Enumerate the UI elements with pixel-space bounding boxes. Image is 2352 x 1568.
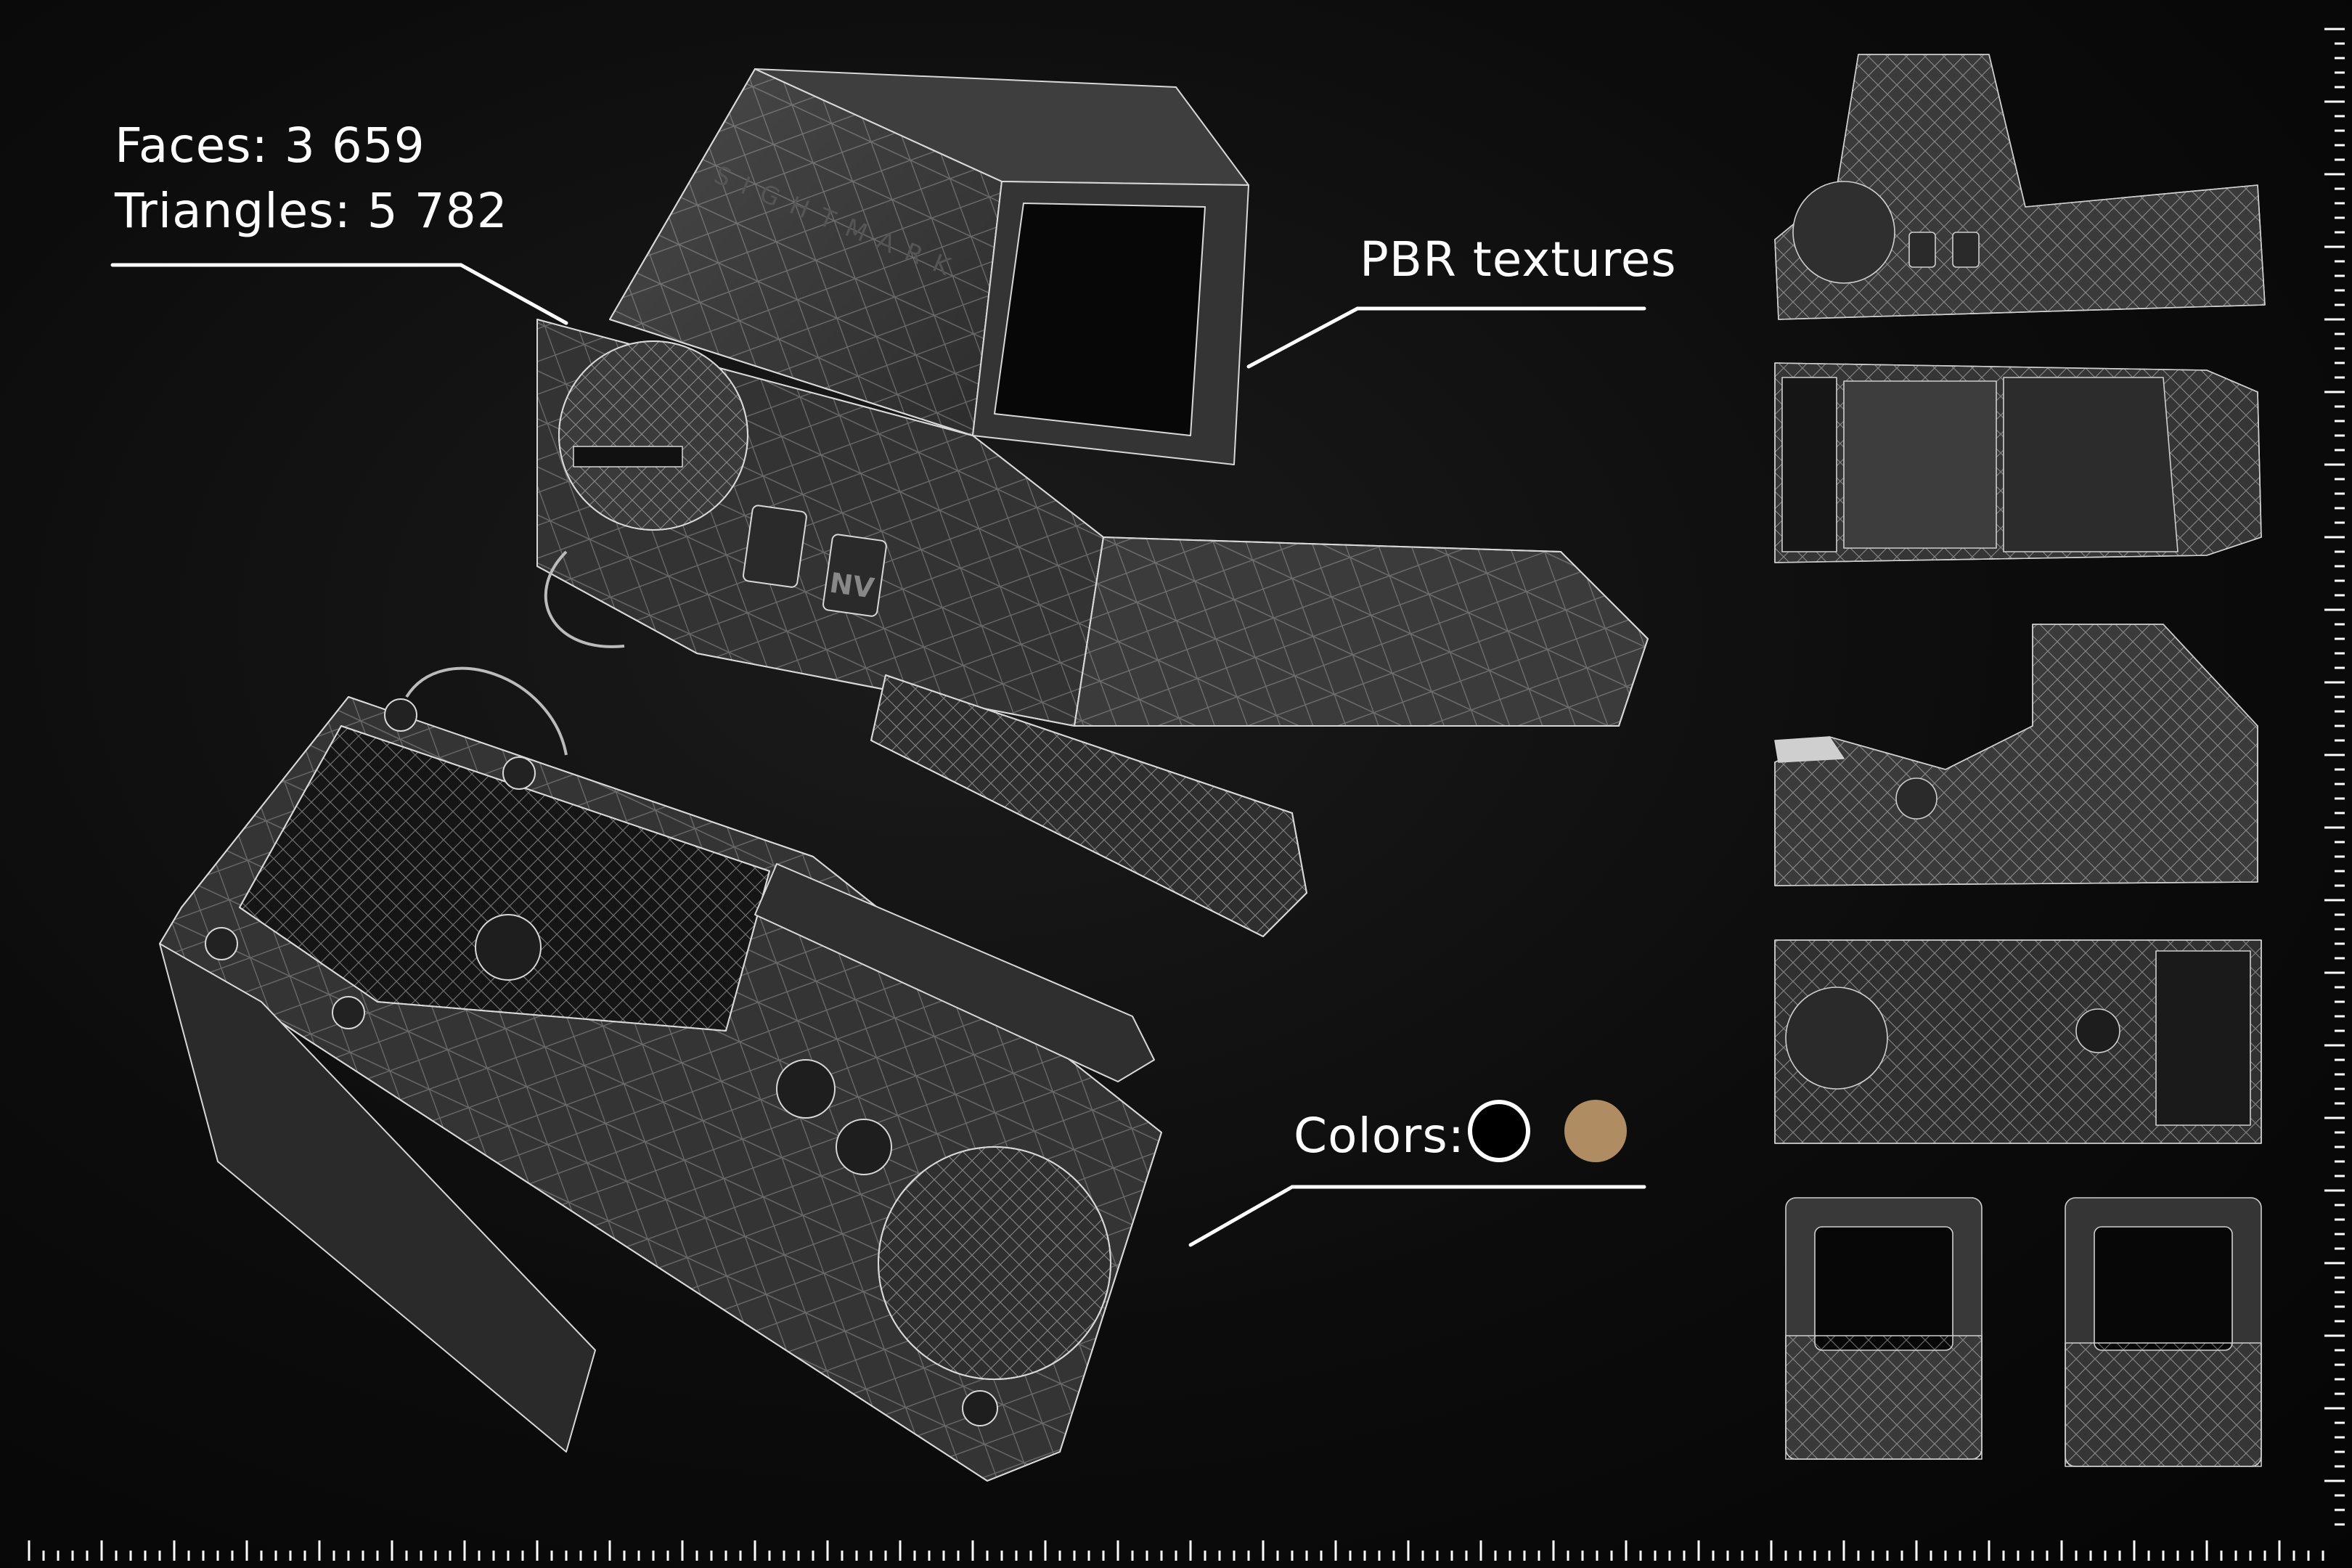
triangles-count: Triangles: 5 782 [115,183,508,239]
color-swatch-tan [1564,1100,1627,1162]
ortho-rear [2065,1197,2262,1467]
ruler-right [2324,28,2345,1526]
power-button-3d [743,505,807,588]
nv-button-label: NV [828,567,876,605]
ortho-front [1785,1197,1983,1460]
callout-line-colors [1188,1185,1646,1247]
ruler-bottom [28,1540,2324,1561]
sight-underside-model [159,666,1162,1482]
sight-perspective-model [536,68,1649,937]
callout-line-stats [110,263,568,325]
ortho-bottom [1774,939,2262,1144]
faces-count: Faces: 3 659 [115,118,425,173]
ortho-views [1774,54,2266,1467]
callout-line-pbr [1246,306,1646,369]
pbr-textures-label: PBR textures [1360,232,1677,287]
color-swatch-black [1468,1100,1530,1162]
nv-button-3d [822,534,887,617]
ortho-side-left [1774,54,2266,320]
ortho-side-right [1774,624,2258,886]
ortho-top [1774,362,2262,563]
callout-lines [110,263,1646,1247]
colors-label: Colors: [1294,1108,1465,1164]
